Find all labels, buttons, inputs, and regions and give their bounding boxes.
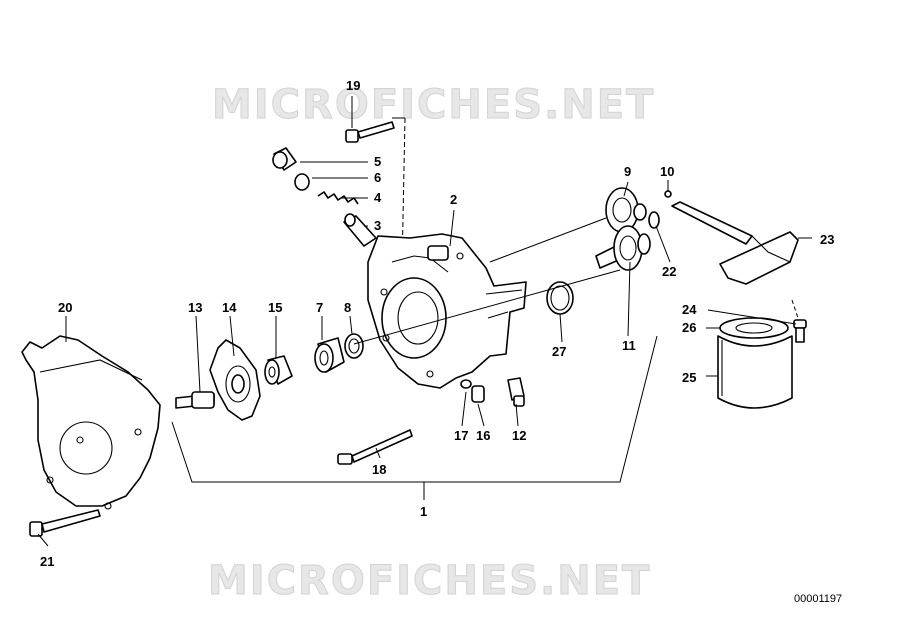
callout-25: 25 (682, 370, 696, 385)
o-ring-small (344, 333, 364, 359)
plug-washer (294, 173, 310, 191)
callout-9: 9 (624, 164, 631, 179)
callout-18: 18 (372, 462, 386, 477)
relief-piston (343, 213, 377, 247)
short-bolt (175, 391, 215, 409)
top-bolt (345, 121, 395, 143)
thrust-washer (648, 211, 660, 229)
callout-23: 23 (820, 232, 834, 247)
relief-spring (317, 191, 359, 205)
callout-14: 14 (222, 300, 237, 315)
callout-22: 22 (662, 264, 676, 279)
callout-21: 21 (40, 554, 54, 569)
callout-labels: 19 5 6 4 3 2 9 10 23 22 24 26 25 11 27 1… (40, 78, 834, 569)
pulley-disc (209, 339, 261, 421)
cover-bolt (29, 509, 101, 537)
callout-8: 8 (344, 300, 351, 315)
watermark-top: MICROFICHES.NET (212, 82, 655, 128)
lower-gear-shaft (595, 225, 651, 271)
small-fittings (460, 377, 525, 407)
oil-pickup (671, 201, 799, 285)
cover-plate (21, 335, 161, 510)
callout-17: 17 (454, 428, 468, 443)
callout-6: 6 (374, 170, 381, 185)
assembly-bracket (171, 117, 658, 500)
callout-16: 16 (476, 428, 490, 443)
callout-24: 24 (682, 302, 697, 317)
callout-4: 4 (374, 190, 382, 205)
bushing (264, 355, 293, 385)
callout-12: 12 (512, 428, 526, 443)
callout-19: 19 (346, 78, 360, 93)
filter-bolt (793, 319, 807, 343)
callout-2: 2 (450, 192, 457, 207)
callout-13: 13 (188, 300, 202, 315)
relief-plug (272, 147, 297, 171)
callout-10: 10 (660, 164, 674, 179)
watermark-bottom: MICROFICHES.NET (208, 558, 651, 604)
document-id: 00001197 (794, 593, 842, 605)
callout-20: 20 (58, 300, 72, 315)
callout-11: 11 (622, 338, 636, 353)
callout-27: 27 (552, 344, 566, 359)
long-bolt (337, 429, 413, 465)
leader-lines (37, 96, 812, 547)
callout-7: 7 (316, 300, 323, 315)
oil-filter (717, 317, 793, 409)
callout-15: 15 (268, 300, 282, 315)
callout-1: 1 (420, 504, 427, 519)
pump-housing (367, 233, 527, 389)
callout-26: 26 (682, 320, 696, 335)
shaft-seal (314, 337, 345, 373)
callout-3: 3 (374, 218, 381, 233)
callout-5: 5 (374, 154, 381, 169)
